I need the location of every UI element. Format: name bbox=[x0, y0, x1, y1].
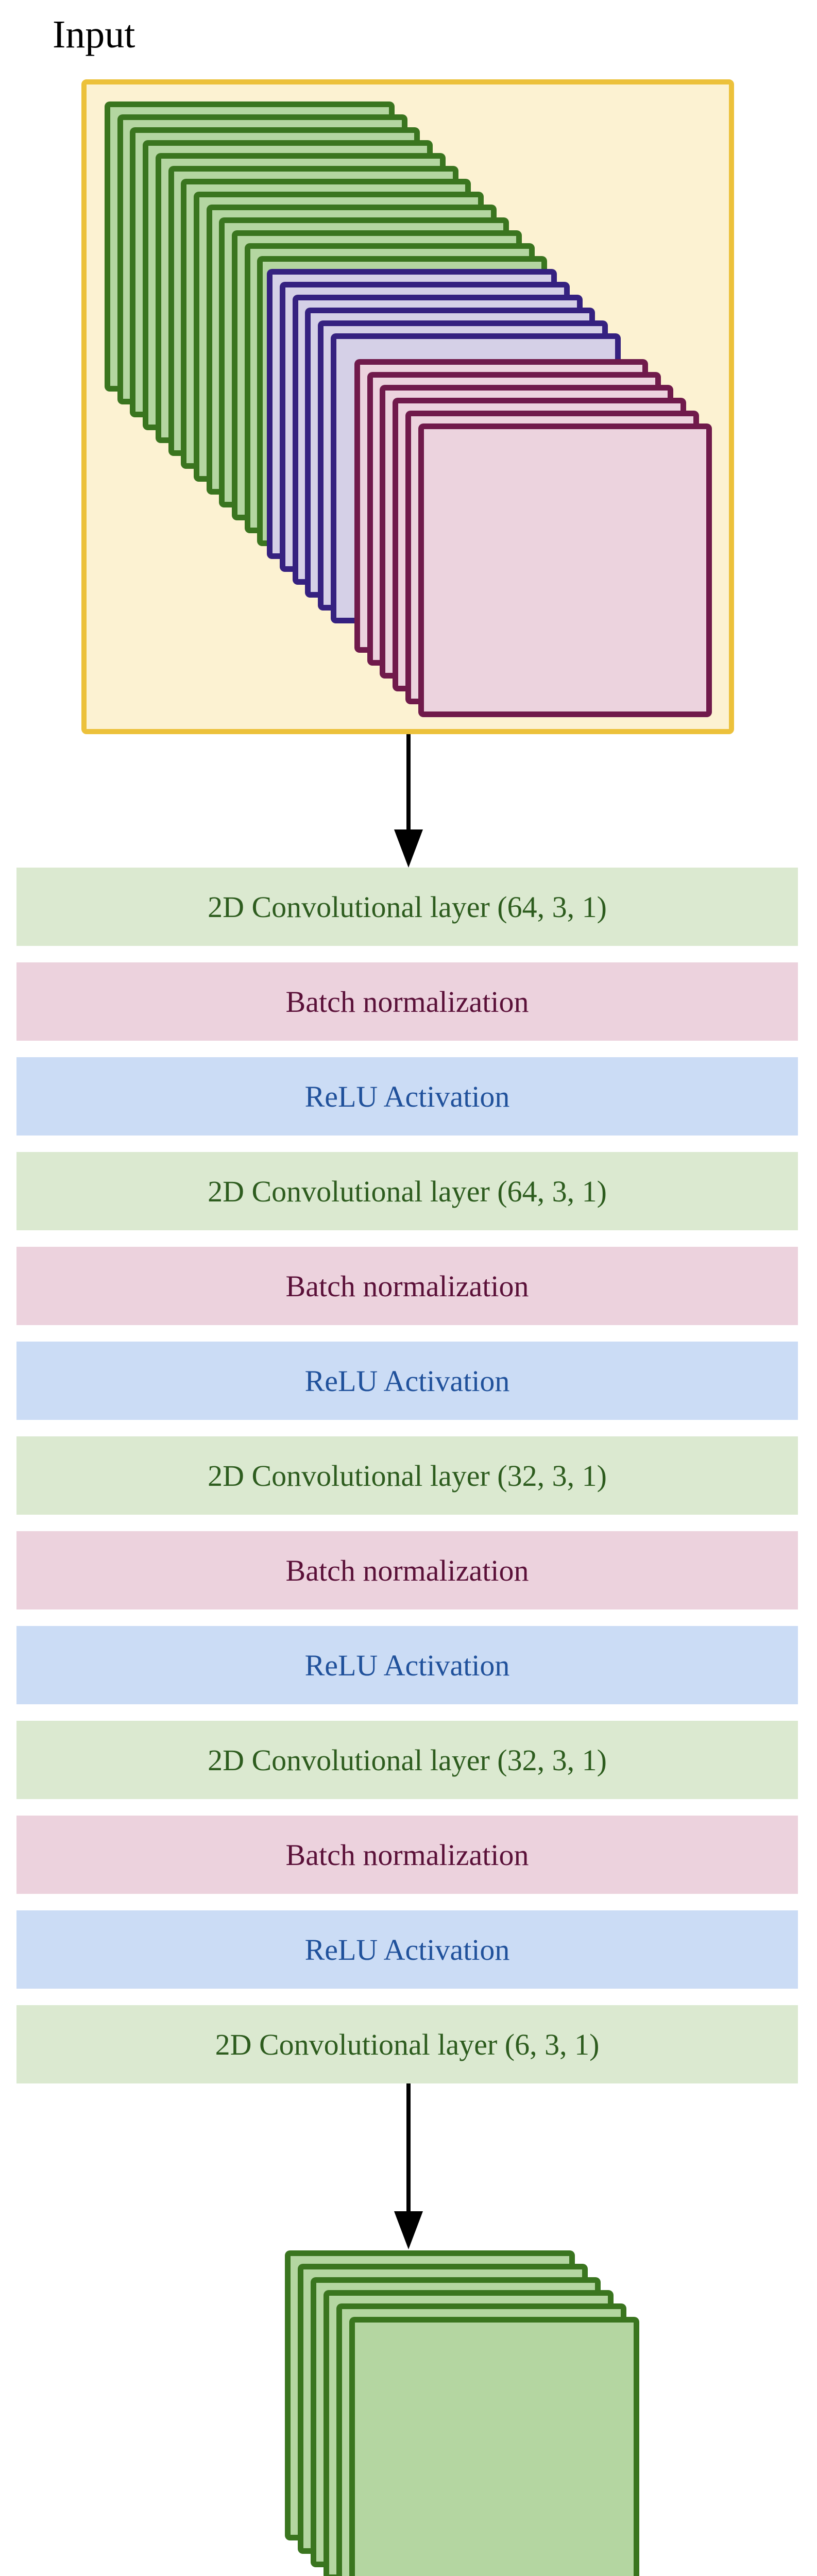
layer-bar-label: ReLU Activation bbox=[304, 1364, 510, 1398]
layer-bar-5-batchnorm: Batch normalization bbox=[16, 1247, 798, 1325]
layer-bar-label: 2D Convolutional layer (64, 3, 1) bbox=[208, 890, 607, 924]
layer-bar-label: Batch normalization bbox=[285, 985, 529, 1019]
input-feature-map-magenta bbox=[418, 423, 712, 717]
layer-bar-7-conv: 2D Convolutional layer (32, 3, 1) bbox=[16, 1436, 798, 1515]
layer-bar-12-relu: ReLU Activation bbox=[16, 1910, 798, 1989]
output-feature-map-green bbox=[349, 2317, 639, 2576]
layer-bar-label: Batch normalization bbox=[285, 1269, 529, 1303]
layer-bar-label: 2D Convolutional layer (32, 3, 1) bbox=[208, 1743, 607, 1777]
layer-bar-1-conv: 2D Convolutional layer (64, 3, 1) bbox=[16, 868, 798, 946]
arrow-shaft bbox=[406, 2083, 411, 2212]
layer-bar-2-batchnorm: Batch normalization bbox=[16, 962, 798, 1041]
layer-bar-label: Batch normalization bbox=[285, 1553, 529, 1587]
layer-bar-label: 2D Convolutional layer (6, 3, 1) bbox=[215, 2027, 600, 2061]
layer-bar-label: ReLU Activation bbox=[304, 1079, 510, 1113]
layer-bar-9-relu: ReLU Activation bbox=[16, 1626, 798, 1704]
arrow-head-icon bbox=[394, 829, 423, 868]
layer-bar-4-conv: 2D Convolutional layer (64, 3, 1) bbox=[16, 1152, 798, 1230]
arrow-shaft bbox=[406, 734, 411, 832]
layer-bar-8-batchnorm: Batch normalization bbox=[16, 1531, 798, 1609]
layer-bar-label: 2D Convolutional layer (64, 3, 1) bbox=[208, 1174, 607, 1208]
layer-bar-label: Batch normalization bbox=[285, 1838, 529, 1872]
layer-bar-11-batchnorm: Batch normalization bbox=[16, 1816, 798, 1894]
input-label: Input bbox=[53, 13, 135, 56]
layer-bar-3-relu: ReLU Activation bbox=[16, 1057, 798, 1136]
layer-bar-13-conv: 2D Convolutional layer (6, 3, 1) bbox=[16, 2005, 798, 2083]
layer-bar-label: ReLU Activation bbox=[304, 1933, 510, 1967]
layer-bar-label: ReLU Activation bbox=[304, 1648, 510, 1682]
arrow-head-icon bbox=[394, 2211, 423, 2249]
layer-bar-6-relu: ReLU Activation bbox=[16, 1342, 798, 1420]
layer-bar-label: 2D Convolutional layer (32, 3, 1) bbox=[208, 1459, 607, 1493]
layer-bar-10-conv: 2D Convolutional layer (32, 3, 1) bbox=[16, 1721, 798, 1799]
